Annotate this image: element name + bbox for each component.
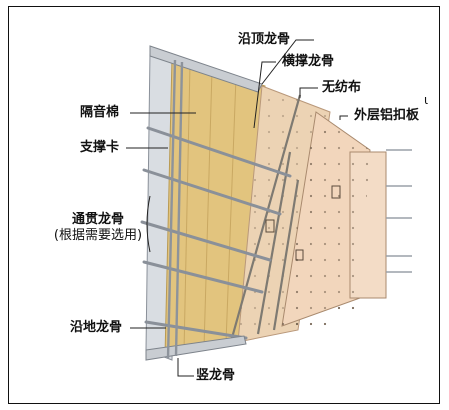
label-through-channel: 通贯龙骨 (根据需要选用) bbox=[40, 212, 156, 244]
corner-glyph: ɩ bbox=[424, 93, 429, 107]
label-insulation: 隔音棉 bbox=[80, 105, 120, 120]
leader-lines bbox=[126, 39, 348, 377]
diagonal-braces bbox=[228, 94, 302, 346]
label-through-channel-line1: 通贯龙骨 bbox=[71, 212, 124, 227]
label-through-channel-line2: (根据需要选用) bbox=[53, 228, 143, 243]
vertical-studs bbox=[166, 59, 184, 359]
label-outer-panel: 外层铝扣板 bbox=[354, 108, 420, 123]
label-stud: 竖龙骨 bbox=[196, 368, 236, 383]
label-brace-clip: 支撑卡 bbox=[80, 140, 120, 155]
label-nonwoven: 无纺布 bbox=[322, 80, 362, 95]
label-top-track: 沿顶龙骨 bbox=[238, 32, 291, 47]
floor-track bbox=[145, 335, 247, 361]
horizontal-channels bbox=[140, 126, 292, 340]
label-cross-brace: 横撑龙骨 bbox=[282, 54, 335, 69]
label-floor-track: 沿地龙骨 bbox=[70, 320, 123, 335]
